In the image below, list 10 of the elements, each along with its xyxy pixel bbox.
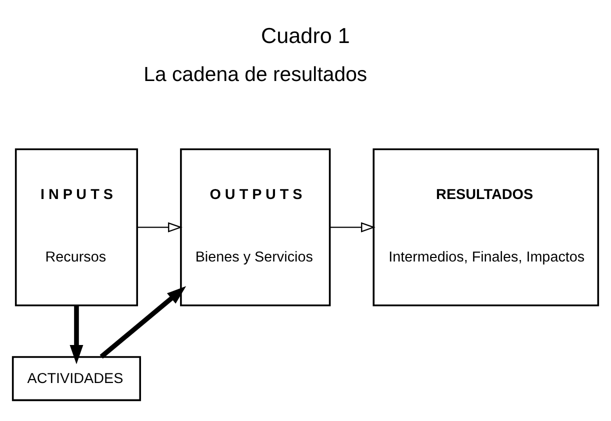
node-box: RESULTADOS Intermedios, Finales, Impactos bbox=[372, 148, 600, 306]
arrow bbox=[100, 286, 186, 359]
arrow bbox=[70, 306, 84, 364]
node-box: ACTIVIDADES bbox=[12, 356, 142, 402]
node-box: O U T P U T S Bienes y Servicios bbox=[180, 148, 331, 306]
node-box: I N P U T S Recursos bbox=[14, 148, 138, 306]
arrow bbox=[330, 222, 376, 232]
diagram-title: Cuadro 1 bbox=[261, 22, 350, 48]
label: La cadena de resultados bbox=[144, 64, 368, 86]
arrow bbox=[137, 222, 182, 232]
